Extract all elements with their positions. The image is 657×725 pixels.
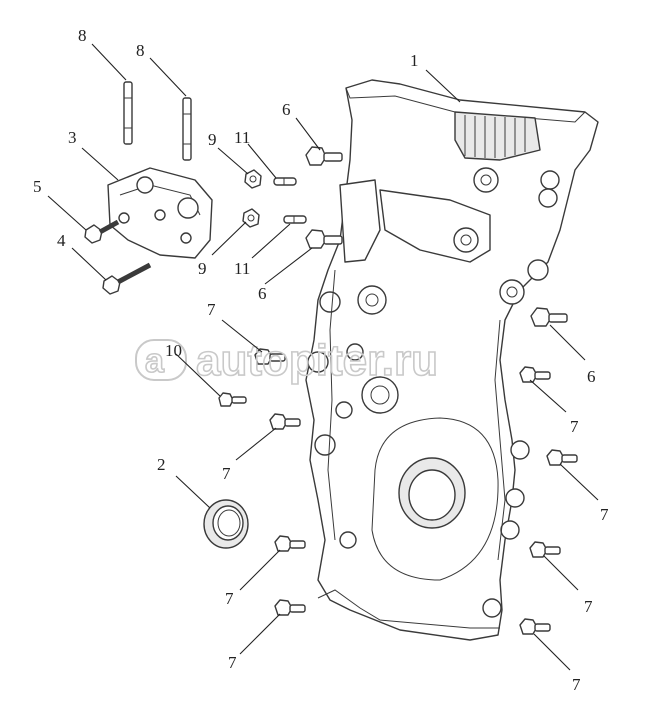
cover-boss-middle (453, 227, 479, 253)
leader-lines (47, 43, 599, 671)
bracket-hole-4 (180, 232, 192, 244)
callout-11a: 11 (234, 128, 250, 147)
callouts: 1 2 3 4 5 6 6 6 7 7 7 7 7 7 7 7 8 8 9 9 … (33, 26, 609, 694)
watermark-text: autopiter.ru (196, 336, 438, 385)
cover-top-flange (345, 87, 586, 123)
flange-bolt-6a (305, 146, 343, 166)
cover-boss-left-7 (339, 531, 357, 549)
cover-boss-right-1 (540, 170, 560, 190)
cover-boss-right-5 (510, 440, 530, 460)
flange-bolt-7f (529, 541, 561, 558)
long-bolt-part-4 (102, 262, 152, 295)
callout-6c: 6 (587, 367, 596, 386)
flange-bolt-7g (274, 599, 306, 616)
cover-boss-bottom-right (482, 598, 502, 618)
callout-7g: 7 (228, 653, 237, 672)
callout-2: 2 (157, 455, 166, 474)
bolt-part-5 (84, 219, 120, 244)
cover-boss-left-6 (314, 434, 336, 456)
callout-4: 4 (57, 231, 66, 250)
bracket-hole-3 (154, 209, 166, 221)
flange-bolt-7e (274, 535, 306, 552)
cover-boss-left-5 (335, 401, 353, 419)
cover-boss-right-4 (499, 279, 525, 305)
callout-7a: 7 (207, 300, 216, 319)
bracket-hole-5 (118, 212, 130, 224)
dowel-pin-upper (273, 177, 297, 186)
nut-lower (242, 208, 260, 228)
callout-7e: 7 (225, 589, 234, 608)
callout-7d: 7 (600, 505, 609, 524)
callout-11b: 11 (234, 259, 250, 278)
cover-inner-rib (494, 319, 506, 561)
cover-boss-right-7 (500, 520, 520, 540)
watermark: a autopiter.ru (135, 335, 439, 386)
flange-bolt-7c (519, 366, 551, 383)
flange-bolt-6b (305, 229, 343, 249)
crankshaft-oil-seal (203, 499, 249, 549)
cover-crank-seal-inner (408, 469, 456, 521)
flange-bolt-7h (519, 618, 551, 635)
cover-side-rail (339, 179, 381, 263)
timing-chain-cover (305, 79, 599, 641)
cover-boss-right-3 (527, 259, 549, 281)
callout-6b: 6 (258, 284, 267, 303)
flange-bolt-10 (218, 392, 247, 407)
flange-bolt-7a (254, 348, 286, 365)
cover-boss-left-3 (346, 343, 364, 361)
svg-text:a: a (145, 342, 165, 380)
bracket-hole-2 (177, 197, 199, 219)
autopiter-logo-icon: a (135, 339, 187, 381)
callout-7b: 7 (222, 464, 231, 483)
callout-8a: 8 (78, 26, 87, 45)
callout-7c: 7 (570, 417, 579, 436)
callout-5: 5 (33, 177, 42, 196)
cover-inner-rib-left (327, 269, 336, 541)
cover-boss-left-4 (307, 351, 329, 373)
cover-chain-window (454, 111, 541, 161)
callout-3: 3 (68, 128, 77, 147)
callout-7h: 7 (572, 675, 581, 694)
flange-bolt-7d (546, 449, 578, 466)
callout-9a: 9 (208, 130, 217, 149)
cover-boss-left-2 (319, 291, 341, 313)
engine-mount-bracket (107, 167, 213, 259)
flange-bolt-6c (530, 307, 568, 327)
callout-10: 10 (165, 341, 182, 360)
bracket-hole-1 (136, 176, 154, 194)
callout-7f: 7 (584, 597, 593, 616)
cover-boss-right-2 (538, 188, 558, 208)
stud-bolt-right (182, 97, 192, 161)
stud-bolt-left (123, 81, 133, 145)
cover-oil-pump-boss (361, 376, 399, 414)
callout-8b: 8 (136, 41, 145, 60)
callout-6a: 6 (282, 100, 291, 119)
cover-boss-right-6 (505, 488, 525, 508)
cover-boss-upper (473, 167, 499, 193)
dowel-pin-lower (283, 215, 307, 224)
nut-upper (244, 169, 262, 189)
cover-boss-left-1 (357, 285, 387, 315)
callout-1: 1 (410, 51, 419, 70)
flange-bolt-7b (269, 413, 301, 430)
callout-9b: 9 (198, 259, 207, 278)
cover-bottom-pan-rail (317, 589, 500, 629)
cover-crank-plate (371, 417, 499, 581)
cover-chain-ribs (464, 115, 526, 158)
